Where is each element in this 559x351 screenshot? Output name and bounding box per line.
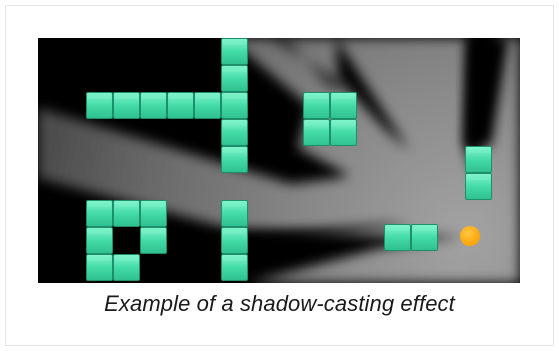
teal-block-highlight <box>332 94 355 99</box>
teal-block-highlight <box>115 202 138 207</box>
teal-block-highlight <box>169 94 192 99</box>
teal-block-highlight <box>223 94 246 99</box>
teal-block-highlight <box>223 229 246 234</box>
shadow-scene-canvas <box>38 38 520 283</box>
light-source-orb <box>460 226 480 246</box>
teal-block-highlight <box>386 226 409 231</box>
teal-block-highlight <box>88 94 111 99</box>
caption: Example of a shadow-casting effect <box>0 291 559 317</box>
teal-block-highlight <box>223 202 246 207</box>
teal-block-highlight <box>223 121 246 126</box>
teal-block-highlight <box>88 202 111 207</box>
teal-block-highlight <box>223 67 246 72</box>
teal-block-highlight <box>413 226 436 231</box>
teal-block-highlight <box>142 94 165 99</box>
teal-block-highlight <box>142 229 165 234</box>
teal-block-highlight <box>223 256 246 261</box>
teal-block-highlight <box>196 94 219 99</box>
teal-block-highlight <box>115 94 138 99</box>
teal-block-highlight <box>115 256 138 261</box>
teal-block-highlight <box>88 256 111 261</box>
teal-block-highlight <box>467 175 490 180</box>
teal-block-highlight <box>223 40 246 45</box>
teal-block-highlight <box>223 148 246 153</box>
teal-block-highlight <box>305 121 328 126</box>
teal-block-highlight <box>142 202 165 207</box>
teal-block-highlight <box>305 94 328 99</box>
teal-block-highlight <box>467 148 490 153</box>
teal-block-highlight <box>332 121 355 126</box>
game-scene <box>38 38 520 283</box>
teal-block-highlight <box>88 229 111 234</box>
